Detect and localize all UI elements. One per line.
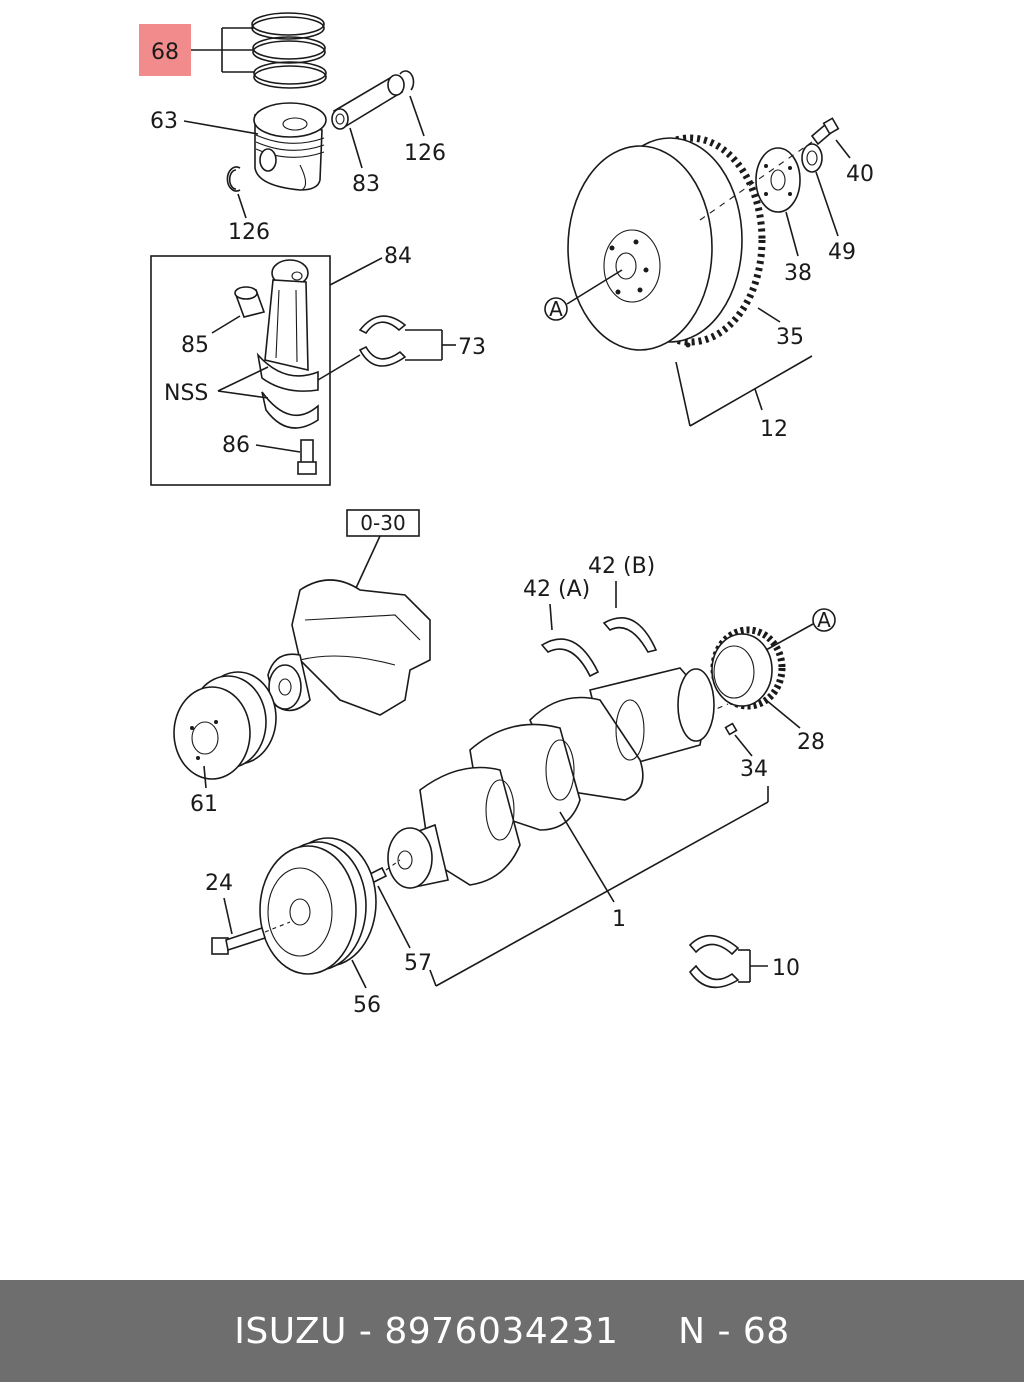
label-68: 68 — [151, 40, 179, 65]
leader-86 — [255, 444, 301, 453]
label-12: 12 — [760, 417, 788, 442]
flywheel-plate-illustration — [755, 147, 801, 213]
water-pump-illustration — [267, 579, 431, 716]
label-57: 57 — [404, 951, 432, 976]
piston-rings-illustration — [251, 12, 327, 89]
leader-126-lower — [237, 193, 247, 219]
label-42b: 42 (B) — [588, 554, 655, 579]
label-28: 28 — [797, 730, 825, 755]
bushing-85-illustration — [234, 286, 266, 318]
label-24: 24 — [205, 871, 233, 896]
leader-73 — [317, 329, 456, 381]
label-42a: 42 (A) — [523, 577, 590, 602]
leader-42a — [549, 603, 553, 631]
circlip-upper-illustration — [399, 70, 415, 91]
leader-56 — [351, 959, 367, 989]
leader-1 — [559, 811, 615, 903]
leader-nss-b — [217, 390, 269, 399]
leader-24 — [223, 897, 233, 935]
timing-gear-28-illustration — [710, 626, 786, 710]
leader-83 — [349, 127, 363, 169]
rod-bolt-illustration — [297, 439, 317, 475]
leader-85 — [211, 315, 241, 334]
label-126-upper: 126 — [404, 141, 446, 166]
circlip-illustration — [226, 166, 241, 192]
label-85: 85 — [181, 333, 209, 358]
leader-84 — [329, 257, 383, 286]
leader-35 — [757, 307, 781, 323]
leader-61 — [203, 765, 207, 789]
connecting-rod-illustration — [256, 259, 319, 429]
bolt-40-illustration — [810, 117, 840, 146]
thrust-washer-42b — [602, 617, 658, 653]
highlight-box-68 — [139, 24, 191, 76]
label-35: 35 — [776, 325, 804, 350]
ref-marker-a-gear — [812, 608, 836, 632]
bearing-49-illustration — [801, 143, 823, 173]
label-86: 86 — [222, 433, 250, 458]
leader-nss-a — [217, 366, 269, 392]
label-73: 73 — [458, 335, 486, 360]
leader-57 — [377, 885, 411, 949]
label-83: 83 — [352, 172, 380, 197]
flywheel-illustration — [567, 134, 766, 351]
label-61: 61 — [190, 792, 218, 817]
label-nss: NSS — [164, 381, 208, 406]
leader-49 — [815, 171, 839, 237]
label-10: 10 — [772, 956, 800, 981]
bolt-24-illustration — [211, 921, 291, 955]
leader-68 — [191, 27, 254, 73]
ref-a-gear-label: A — [817, 608, 831, 632]
damper-pulley-56-illustration — [259, 837, 377, 975]
conrod-kit-box — [150, 255, 331, 486]
leader-crank-assembly — [429, 786, 769, 987]
conrod-bearing-illustration — [358, 315, 407, 367]
label-1: 1 — [612, 907, 626, 932]
label-38: 38 — [784, 261, 812, 286]
ref-a-flywheel-label: A — [549, 297, 563, 321]
leader-126-upper — [409, 95, 425, 137]
footer-part-reference: ISUZU - 8976034231 N - 68 — [234, 1310, 790, 1352]
label-34: 34 — [740, 757, 768, 782]
leader-ref-a-flywheel — [566, 269, 623, 305]
leader-12 — [675, 355, 813, 427]
footer-bar: ISUZU - 8976034231 N - 68 — [0, 1280, 1024, 1382]
leader-10 — [738, 949, 768, 983]
crankshaft-illustration — [387, 667, 715, 889]
leader-40 — [835, 139, 851, 159]
piston-illustration — [253, 102, 327, 191]
leader-38 — [785, 211, 799, 257]
key-34-illustration — [724, 722, 738, 736]
thrust-washer-42a — [540, 638, 600, 678]
pulley-61-illustration — [173, 671, 277, 780]
main-bearing-10-illustration — [688, 934, 740, 989]
label-63: 63 — [150, 109, 178, 134]
parts-diagram: 68 63 126 83 126 84 — [139, 12, 874, 1018]
leader-34 — [734, 734, 753, 757]
leader-28 — [765, 699, 801, 729]
leader-ref-box — [355, 535, 381, 589]
label-126-lower: 126 — [228, 220, 270, 245]
ref-marker-a-flywheel — [544, 297, 568, 321]
axis-line-flywheel — [699, 141, 813, 221]
label-84: 84 — [384, 244, 412, 269]
label-40: 40 — [846, 162, 874, 187]
leader-63 — [183, 120, 259, 135]
label-49: 49 — [828, 240, 856, 265]
leader-ref-a-gear — [765, 623, 814, 651]
piston-pin-illustration — [331, 74, 405, 130]
ref-box-label: 0-30 — [360, 511, 405, 535]
label-56: 56 — [353, 993, 381, 1018]
ref-box-0-30 — [346, 509, 420, 537]
